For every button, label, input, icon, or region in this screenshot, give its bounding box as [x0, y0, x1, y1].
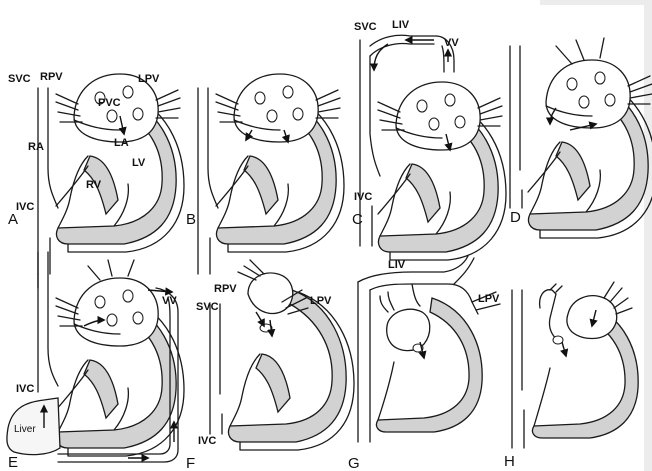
label-liv: LIV: [388, 259, 406, 271]
panel-d: D: [510, 38, 652, 238]
panel-g: LIV LPV G: [348, 256, 500, 471]
panel-letter: F: [186, 455, 195, 471]
label-rv: RV: [86, 179, 102, 191]
panel-a: SVC RPV LPV PVC RA LA LV RV IVC A: [8, 71, 184, 288]
label-lpv: LPV: [310, 295, 332, 307]
label-vv: VV: [162, 295, 177, 307]
panel-letter: G: [348, 455, 360, 471]
label-lpv: LPV: [138, 73, 160, 85]
label-svc: SVC: [354, 21, 377, 33]
panel-c: SVC LIV VV IVC C: [352, 19, 506, 260]
panel-letter: H: [504, 453, 515, 470]
label-ivc: IVC: [198, 435, 216, 447]
panel-letter: E: [8, 454, 18, 471]
label-lv: LV: [132, 157, 146, 169]
label-ivc: IVC: [16, 201, 34, 213]
label-rpv: RPV: [214, 283, 237, 295]
panel-letter: C: [352, 211, 363, 228]
panel-letter: D: [510, 209, 521, 226]
label-vv: VV: [444, 37, 459, 49]
label-liv: LIV: [392, 19, 410, 31]
label-ivc: IVC: [16, 383, 34, 395]
label-lpv: LPV: [478, 293, 500, 305]
panel-b: B: [186, 74, 344, 274]
panel-f: RPV SVC LPV IVC F: [186, 260, 354, 471]
label-rpv: RPV: [40, 71, 63, 83]
panel-letter: B: [186, 211, 196, 228]
label-pvc: PVC: [98, 97, 121, 109]
label-svc: SVC: [8, 73, 31, 85]
panel-h: H: [504, 282, 638, 470]
panel-e: Liver VV IVC E: [7, 252, 184, 471]
panel-letter: A: [8, 211, 18, 228]
label-svc: SVC: [196, 301, 219, 313]
label-liver: Liver: [14, 424, 36, 435]
label-ivc: IVC: [354, 191, 372, 203]
label-ra: RA: [28, 141, 44, 153]
label-la: LA: [114, 137, 129, 149]
